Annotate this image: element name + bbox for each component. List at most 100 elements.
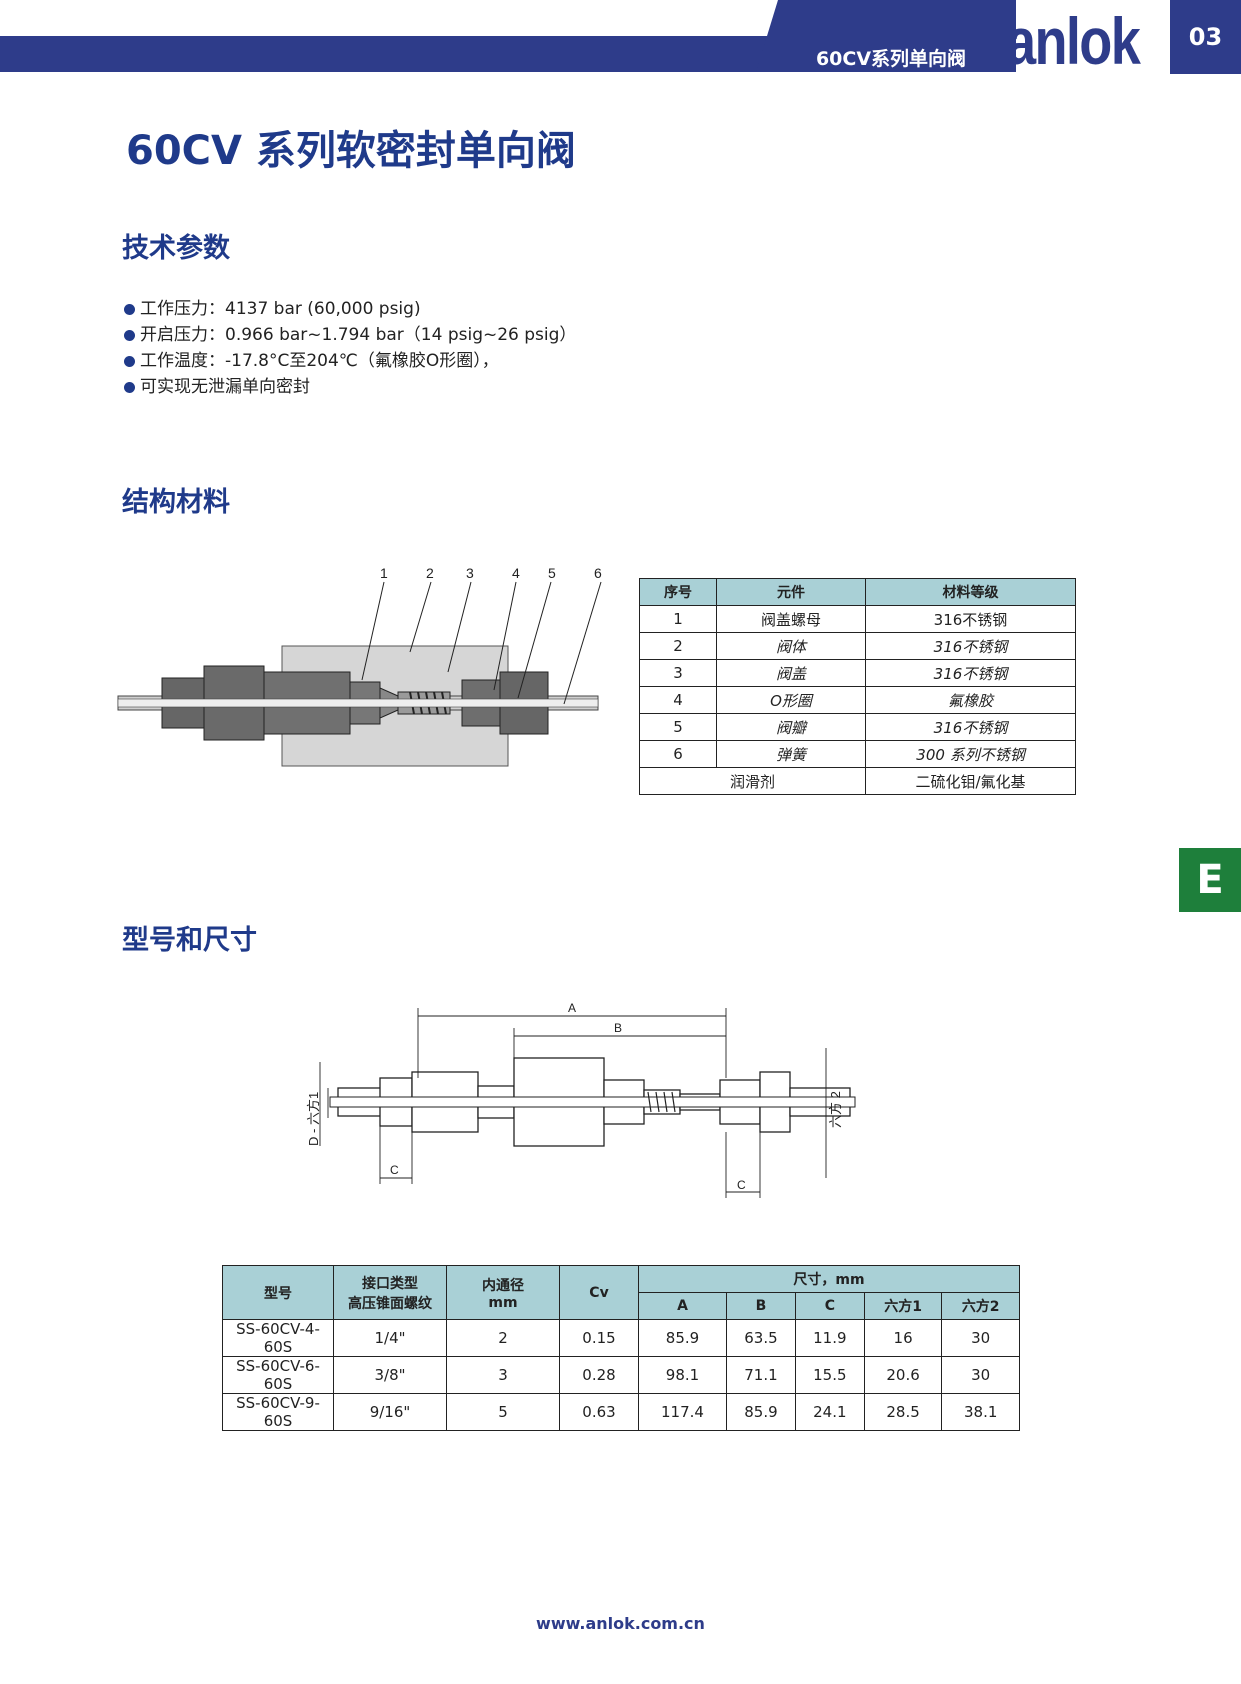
table-cell: 1/4"	[333, 1319, 447, 1357]
table-header: 接口类型高压锥面螺纹	[333, 1265, 447, 1320]
table-cell: O形圈	[716, 686, 866, 714]
table-cell: 5	[639, 713, 717, 741]
table-row: 2 阀体 316不锈钢	[639, 632, 1076, 660]
table-row: 4 O形圈 氟橡胶	[639, 686, 1076, 714]
table-cell: SS-60CV-6-60S	[222, 1356, 334, 1394]
bullet-icon	[124, 355, 135, 367]
valve-cross-section-diagram: 1 2 3 4 5 6	[117, 565, 602, 767]
table-cell: 润滑剂	[639, 767, 866, 795]
table-row: 6 弹簧 300 系列不锈钢	[639, 740, 1076, 768]
valve-dimension-diagram: A B C C D - 六方1 六方 2	[306, 1001, 856, 1198]
table-cell: 85.9	[638, 1319, 727, 1357]
callout-label: 6	[594, 565, 602, 581]
table-cell: 24.1	[794, 1393, 865, 1431]
table-cell: 28.5	[863, 1393, 943, 1431]
table-cell: 85.9	[726, 1393, 796, 1431]
table-cell: 氟橡胶	[865, 686, 1076, 714]
table-cell: 98.1	[638, 1356, 727, 1394]
callout-label: 3	[466, 565, 474, 581]
table-row: SS-60CV-4-60S 1/4" 2 0.15 85.9 63.5 11.9…	[222, 1319, 1020, 1357]
table-cell: 300 系列不锈钢	[865, 740, 1076, 768]
header-series: 60CV系列单向阀	[815, 48, 967, 70]
table-cell: 4	[639, 686, 717, 714]
dim-label-hex2: 六方 2	[828, 1091, 843, 1128]
list-item: 可实现无泄漏单向密封	[124, 374, 576, 400]
dim-label-hex1: D - 六方1	[306, 1092, 321, 1146]
table-cell: 316不锈钢	[865, 659, 1076, 687]
table-cell: 38.1	[941, 1393, 1020, 1431]
table-cell: 63.5	[726, 1319, 796, 1357]
dim-label-c-left: C	[390, 1163, 399, 1177]
table-cell: 316不锈钢	[865, 605, 1076, 633]
table-header: B	[726, 1292, 796, 1320]
dim-label-b: B	[614, 1021, 622, 1035]
brand-logo: anlok	[1006, 4, 1141, 78]
table-row: SS-60CV-9-60S 9/16" 5 0.63 117.4 85.9 24…	[222, 1393, 1020, 1431]
table-cell: 117.4	[638, 1393, 727, 1431]
table-header: 六方2	[941, 1292, 1020, 1320]
table-cell: 30	[941, 1356, 1020, 1394]
table-cell: 16	[863, 1319, 943, 1357]
table-cell: 阀盖	[716, 659, 866, 687]
table-header-row: A B C 六方1 六方2	[223, 1292, 1020, 1320]
models-heading: 型号和尺寸	[122, 925, 257, 956]
table-cell: 0.28	[559, 1356, 639, 1394]
table-header: A	[638, 1292, 727, 1320]
table-cell: 11.9	[794, 1319, 865, 1357]
table-cell: 6	[639, 740, 717, 768]
bullet-icon	[124, 381, 135, 393]
table-cell: 3	[639, 659, 717, 687]
table-row: 5 阀瓣 316不锈钢	[639, 713, 1076, 741]
table-cell: 316不锈钢	[865, 632, 1076, 660]
table-cell: 71.1	[726, 1356, 796, 1394]
callout-label: 1	[380, 565, 388, 581]
table-cell: 2	[639, 632, 717, 660]
materials-table: 序号 元件 材料等级 1 阀盖螺母 316不锈钢 2 阀体 316不锈钢 3 阀…	[639, 578, 1076, 795]
table-cell: 20.6	[863, 1356, 943, 1394]
table-cell: SS-60CV-9-60S	[222, 1393, 334, 1431]
table-row: 1 阀盖螺母 316不锈钢	[639, 605, 1076, 633]
table-header-row: 序号 元件 材料等级	[639, 578, 1076, 606]
table-cell: 阀盖螺母	[716, 605, 866, 633]
specs-heading: 技术参数	[122, 233, 230, 264]
callout-label: 4	[512, 565, 520, 581]
table-cell: 2	[446, 1319, 560, 1357]
table-cell: 3/8"	[333, 1356, 447, 1394]
table-cell: 0.63	[559, 1393, 639, 1431]
dim-label-c-right: C	[737, 1178, 746, 1192]
table-row: 润滑剂 二硫化钼/氟化基	[639, 767, 1076, 795]
bullet-icon	[124, 329, 135, 341]
table-row: 3 阀盖 316不锈钢	[639, 659, 1076, 687]
table-header: 元件	[716, 578, 866, 606]
table-cell: 316不锈钢	[865, 713, 1076, 741]
callout-label: 5	[548, 565, 556, 581]
bullet-icon	[124, 303, 135, 315]
table-cell: 1	[639, 605, 717, 633]
table-cell: 阀体	[716, 632, 866, 660]
table-cell: 3	[446, 1356, 560, 1394]
table-header: 序号	[639, 578, 717, 606]
list-item: 工作温度：-17.8°C至204℃（氟橡胶O形圈），	[124, 348, 576, 374]
table-row: SS-60CV-6-60S 3/8" 3 0.28 98.1 71.1 15.5…	[222, 1356, 1020, 1394]
table-cell: 9/16"	[333, 1393, 447, 1431]
footer-website[interactable]: www.anlok.com.cn	[536, 1614, 705, 1633]
list-item: 工作压力：4137 bar (60,000 psig)	[124, 296, 576, 322]
dim-label-a: A	[568, 1001, 576, 1015]
table-cell: SS-60CV-4-60S	[222, 1319, 334, 1357]
table-header: C	[794, 1292, 865, 1320]
materials-heading: 结构材料	[122, 487, 230, 518]
table-cell: 15.5	[794, 1356, 865, 1394]
table-header: Cv	[559, 1265, 639, 1320]
table-header: 六方1	[863, 1292, 943, 1320]
specs-list: 工作压力：4137 bar (60,000 psig) 开启压力：0.966 b…	[124, 296, 576, 400]
list-item: 开启压力：0.966 bar~1.794 bar（14 psig~26 psig…	[124, 322, 576, 348]
table-cell: 二硫化钼/氟化基	[865, 767, 1076, 795]
table-header: 尺寸，mm	[638, 1265, 1020, 1293]
table-cell: 阀瓣	[716, 713, 866, 741]
table-cell: 0.15	[559, 1319, 639, 1357]
page-number: 03	[1170, 0, 1241, 74]
table-header: 材料等级	[865, 578, 1076, 606]
